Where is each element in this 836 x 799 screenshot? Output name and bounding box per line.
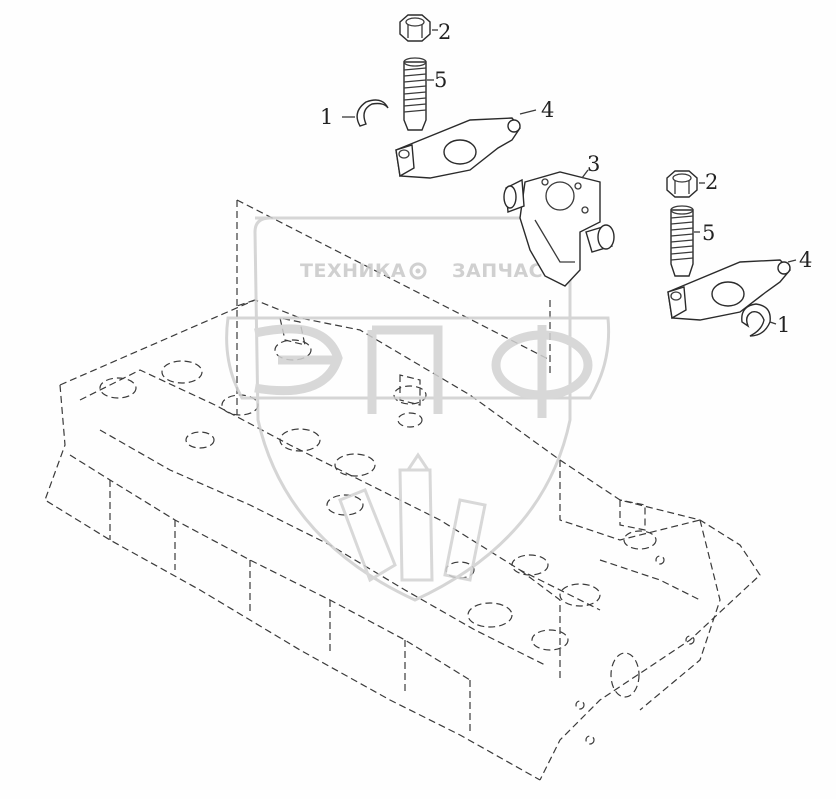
callout-5-upper: 5: [434, 68, 447, 92]
callout-1-upper: 1: [320, 105, 333, 129]
rocker-assembly-upper: [356, 14, 521, 179]
adjusting-screw-part-5b: [670, 205, 694, 277]
watermark-monogram: [254, 324, 593, 418]
watermark-text-left: ТЕХНИКА: [300, 260, 406, 282]
callout-1-lower: 1: [777, 313, 790, 337]
callout-4-upper: 4: [541, 98, 554, 122]
nut-part-2b: [666, 170, 698, 198]
adjusting-screw-part-5a: [403, 57, 427, 131]
circlip-part-1b: [741, 303, 771, 337]
circlip-part-1a: [356, 99, 389, 127]
nut-part-2a: [399, 14, 431, 42]
callout-4-lower: 4: [799, 248, 812, 272]
callout-5-lower: 5: [702, 221, 715, 245]
callout-2-lower: 2: [705, 170, 718, 194]
cylinder-head-outline: [44, 199, 761, 781]
rocker-assembly-lower: [666, 170, 791, 337]
watermark-tools-icon: [338, 452, 487, 583]
callout-2-upper: 2: [438, 20, 451, 44]
rocker-arm-part-4b: [667, 259, 791, 321]
watermark-gear-icon: [409, 262, 427, 280]
watermark-shield: ТЕХНИКА ЗАПЧАСТИ: [225, 216, 611, 602]
leader-lines: [342, 29, 797, 325]
rocker-arm-part-4a: [395, 117, 521, 179]
callout-labels: 2 5 1 4 3 2 5 4 1: [320, 20, 812, 337]
rocker-bracket-part-3: [503, 171, 615, 287]
callout-3: 3: [587, 152, 600, 176]
